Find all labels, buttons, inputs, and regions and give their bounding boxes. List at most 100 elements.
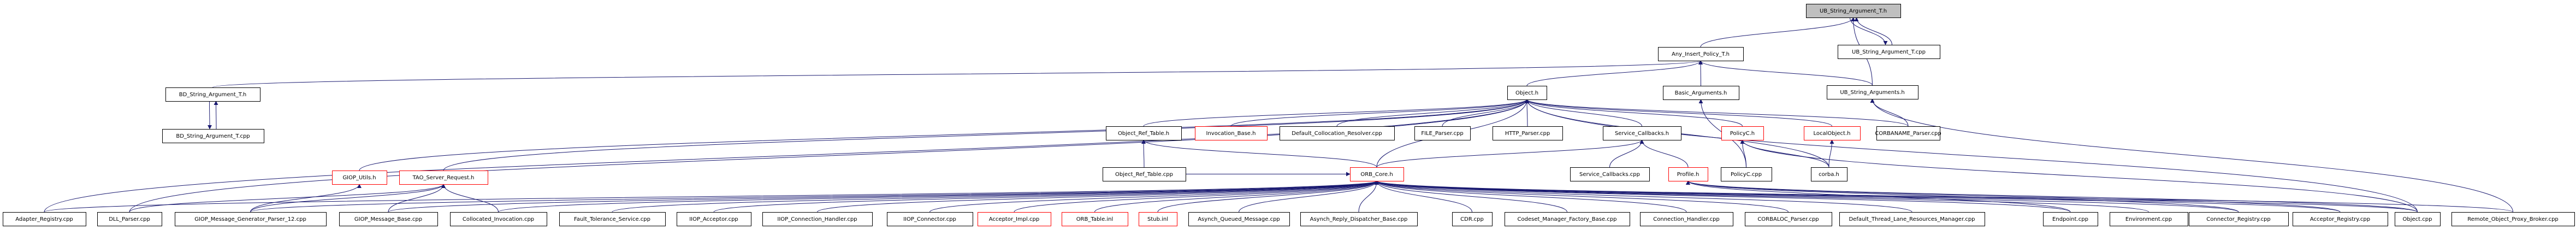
node-policyc-h[interactable]: PolicyC.h <box>1721 126 1764 140</box>
node-box <box>762 212 873 226</box>
node-label: Remote_Object_Proxy_Broker.cpp <box>2467 216 2559 222</box>
node-corbaname-parser-cpp[interactable]: CORBANAME_Parser.cpp <box>1875 126 1941 140</box>
node-giop-message-generator-parser-12-cpp[interactable]: GIOP_Message_Generator_Parser_12.cpp <box>175 212 327 226</box>
node-label: BD_String_Argument_T.h <box>179 92 246 98</box>
node-policyc-cpp[interactable]: PolicyC.cpp <box>1721 167 1772 181</box>
node-label: Collocated_Invocation.cpp <box>463 216 534 222</box>
node-tao-server-request-h[interactable]: TAO_Server_Request.h <box>399 171 488 185</box>
node-localobject-h[interactable]: LocalObject.h <box>1804 126 1861 140</box>
node-asynch-queued-message-cpp[interactable]: Asynch_Queued_Message.cpp <box>1188 212 1290 226</box>
node-bd-string-argument-t-h[interactable]: BD_String_Argument_T.h <box>165 87 260 102</box>
node-acceptor-registry-cpp[interactable]: Acceptor_Registry.cpp <box>2293 212 2388 226</box>
node-corba-h[interactable]: corba.h <box>1811 167 1847 181</box>
edge-line <box>1854 17 1892 45</box>
edge-asynch-reply-dispatcher-base-cpp-to-orb-core-h <box>1358 180 1379 213</box>
node-box <box>1062 212 1128 226</box>
node-bd-string-argument-t-cpp[interactable]: BD_String_Argument_T.cpp <box>162 129 264 143</box>
node-codeset-manager-factory-base-cpp[interactable]: Codeset_Manager_Factory_Base.cpp <box>1505 212 1630 226</box>
node-corbaloc-parser-cpp[interactable]: CORBALOC_Parser.cpp <box>1745 212 1832 226</box>
node-service-callbacks-cpp[interactable]: Service_Callbacks.cpp <box>1570 167 1650 181</box>
node-box <box>1745 212 1832 226</box>
node-object-ref-table-h[interactable]: Object_Ref_Table.h <box>1106 126 1182 140</box>
node-any-insert-policy-t-h[interactable]: Any_Insert_Policy_T.h <box>1658 47 1744 61</box>
edge-line <box>1850 17 1888 45</box>
node-box <box>1280 126 1395 140</box>
node-adapter-registry-cpp[interactable]: Adapter_Registry.cpp <box>3 212 86 226</box>
node-iiop-connector-cpp[interactable]: IIOP_Connector.cpp <box>887 212 973 226</box>
node-basic-arguments-h[interactable]: Basic_Arguments.h <box>1663 86 1739 100</box>
node-ub-string-arguments-h[interactable]: UB_String_Arguments.h <box>1827 85 1918 99</box>
node-acceptor-impl-cpp[interactable]: Acceptor_Impl.cpp <box>978 212 1051 226</box>
edge-corbaname-parser-cpp-to-ub-string-arguments-h <box>1870 98 1909 127</box>
node-default-collocation-resolver-cpp[interactable]: Default_Collocation_Resolver.cpp <box>1280 126 1395 140</box>
edge-line <box>1375 180 1687 213</box>
node-orb-core-h[interactable]: ORB_Core.h <box>1350 167 1404 181</box>
edge-bd-string-argument-t-cpp-to-bd-string-argument-t-h <box>214 101 218 130</box>
node-giop-message-base-cpp[interactable]: GIOP_Message_Base.cpp <box>339 212 438 226</box>
node-label: DLL_Parser.cpp <box>109 216 150 222</box>
node-label: HTTP_Parser.cpp <box>1505 131 1550 137</box>
node-label: Asynch_Reply_Dispatcher_Base.cpp <box>1310 216 1408 222</box>
edge-corba-h-to-policyc-h <box>1740 139 1829 168</box>
node-box <box>1721 126 1764 140</box>
node-box <box>2110 212 2188 226</box>
node-collocated-invocation-cpp[interactable]: Collocated_Invocation.cpp <box>450 212 547 226</box>
edge-line <box>1336 99 1529 127</box>
node-box <box>2451 212 2575 226</box>
edge-line <box>1094 180 1379 213</box>
edge-line <box>443 99 1529 171</box>
edge-line <box>1375 180 1789 213</box>
node-ub-string-argument-t-cpp[interactable]: UB_String_Argument_T.cpp <box>1838 45 1940 59</box>
edge-endpoint-cpp-to-orb-core-h <box>1375 180 2071 213</box>
node-label: CDR.cpp <box>1460 216 1484 222</box>
node-label: Service_Callbacks.cpp <box>1579 172 1640 178</box>
node-http-parser-cpp[interactable]: HTTP_Parser.cpp <box>1493 126 1563 140</box>
node-dll-parser-cpp[interactable]: DLL_Parser.cpp <box>97 212 162 226</box>
node-environment-cpp[interactable]: Environment.cpp <box>2110 212 2188 226</box>
edge-localobject-h-to-object-h <box>1525 99 1832 127</box>
node-invocation-base-h[interactable]: Invocation_Base.h <box>1195 126 1268 140</box>
edge-acceptor-impl-cpp-to-orb-core-h <box>1014 180 1379 213</box>
node-fault-tolerance-service-cpp[interactable]: Fault_Tolerance_Service.cpp <box>559 212 666 226</box>
node-connector-registry-cpp[interactable]: Connector_Registry.cpp <box>2189 212 2289 226</box>
node-asynch-reply-dispatcher-base-cpp[interactable]: Asynch_Reply_Dispatcher_Base.cpp <box>1300 212 1418 226</box>
node-label: Object_Ref_Table.h <box>1118 131 1169 137</box>
node-stub-inl[interactable]: Stub.inl <box>1139 212 1177 226</box>
edge-object-cpp-to-policyc-h <box>1740 139 2418 213</box>
node-remote-object-proxy-broker-cpp[interactable]: Remote_Object_Proxy_Broker.cpp <box>2451 212 2575 226</box>
node-iiop-acceptor-cpp[interactable]: IIOP_Acceptor.cpp <box>677 212 751 226</box>
node-object-h[interactable]: Object.h <box>1507 86 1547 100</box>
edge-line <box>1686 180 2418 213</box>
edge-giop-utils-h-to-object-h <box>359 99 1529 171</box>
node-connection-handler-cpp[interactable]: Connection_Handler.cpp <box>1640 212 1733 226</box>
node-file-parser-cpp[interactable]: FILE_Parser.cpp <box>1414 126 1471 140</box>
node-object-ref-table-cpp[interactable]: Object_Ref_Table.cpp <box>1103 167 1186 181</box>
node-box <box>2189 212 2289 226</box>
node-label: ORB_Table.inl <box>1076 216 1114 222</box>
edge-line <box>250 184 362 213</box>
edge-endpoint-cpp-to-profile-h <box>1686 180 2071 213</box>
node-orb-table-inl[interactable]: ORB_Table.inl <box>1062 212 1128 226</box>
node-label: PolicyC.h <box>1730 131 1755 137</box>
edge-line <box>1686 180 2341 213</box>
node-profile-h[interactable]: Profile.h <box>1668 167 1708 181</box>
node-label: PolicyC.cpp <box>1731 172 1762 178</box>
node-box <box>1658 47 1744 61</box>
edge-collocated-invocation-cpp-to-tao-server-request-h <box>441 184 499 213</box>
edge-line <box>1375 180 2149 213</box>
edge-tao-server-request-h-to-object-h <box>443 99 1529 171</box>
node-label: Object.cpp <box>2403 216 2432 222</box>
node-object-cpp[interactable]: Object.cpp <box>2395 212 2441 226</box>
node-service-callbacks-h[interactable]: Service_Callbacks.h <box>1603 126 1681 140</box>
edge-object-h-to-any-insert-policy-t-h <box>1526 60 1703 86</box>
node-giop-utils-h[interactable]: GIOP_Utils.h <box>332 171 387 185</box>
node-label: corba.h <box>1819 172 1839 178</box>
node-label: TAO_Server_Request.h <box>412 175 475 181</box>
node-iiop-connection-handler-cpp[interactable]: IIOP_Connection_Handler.cpp <box>762 212 873 226</box>
edge-line <box>1525 99 1832 127</box>
node-default-thread-lane-resources-manager-cpp[interactable]: Default_Thread_Lane_Resources_Manager.cp… <box>1839 212 1985 226</box>
edge-line <box>1375 180 1472 213</box>
node-cdr-cpp[interactable]: CDR.cpp <box>1452 212 1493 226</box>
edge-bd-string-argument-t-h-to-any-insert-policy-t-h <box>212 60 1703 88</box>
node-endpoint-cpp[interactable]: Endpoint.cpp <box>2043 212 2098 226</box>
